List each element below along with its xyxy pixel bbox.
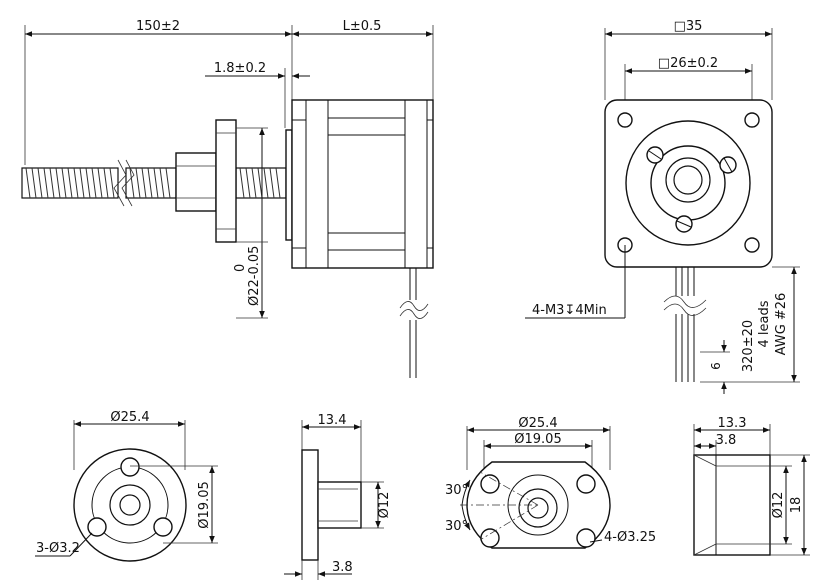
nut-b-side-view: 13.3 3.8 Ø12 18 bbox=[693, 416, 810, 556]
nut-b-length-label: 13.3 bbox=[718, 416, 747, 431]
total-length-label: 150±2 bbox=[136, 19, 180, 34]
nut-b-hole-icon bbox=[480, 528, 500, 548]
nut-b-flange-thickness-label: 3.8 bbox=[716, 433, 737, 448]
nut-b-outer-height-label: 18 bbox=[789, 497, 804, 514]
depth-icon: ↧ bbox=[564, 303, 575, 318]
nut-a-flange bbox=[301, 449, 319, 561]
body-length-label: L±0.5 bbox=[343, 19, 382, 34]
mount-hole-size-label: 4-M3 bbox=[532, 303, 564, 318]
face-width-label: □35 bbox=[674, 19, 703, 34]
wire-gauge-label: AWG #26 bbox=[774, 293, 789, 356]
nut-a-holes-label: 3-Ø3.2 bbox=[36, 541, 80, 556]
nut-b-body bbox=[693, 454, 771, 556]
nut-a-pilot bbox=[317, 481, 362, 529]
shaft-offset-label: 1.8±0.2 bbox=[214, 61, 266, 76]
nut-b-holes-label: 4-Ø3.25 bbox=[604, 530, 656, 545]
wire-bundle-front bbox=[663, 267, 707, 382]
nut-b-hole-icon bbox=[480, 474, 500, 494]
nut-a-pilot-diameter-label: Ø12 bbox=[377, 492, 392, 519]
nut-b-front-view: Ø25.4 Ø19.05 30° 30° 4-Ø3.25 bbox=[445, 416, 656, 549]
nut-b-hole-icon bbox=[576, 474, 596, 494]
nut-b-bolt-circle-label: Ø19.05 bbox=[514, 432, 561, 447]
nut-diameter-upper-label: 0 bbox=[233, 264, 248, 272]
nut-b-pilot-diameter-label: Ø12 bbox=[771, 492, 786, 519]
lead-screw bbox=[21, 159, 287, 207]
nut-a-side-view: 13.4 Ø12 3.8 bbox=[284, 413, 392, 580]
break-symbol bbox=[113, 159, 127, 207]
nut-a-front-view: Ø25.4 Ø19.05 3-Ø3.2 bbox=[35, 410, 218, 562]
nut-a-hole-icon bbox=[87, 517, 107, 537]
motor-body-side bbox=[285, 99, 434, 269]
nut-b-outer-diameter-label: Ø25.4 bbox=[518, 416, 557, 431]
nut-a-flange-thickness-label: 3.8 bbox=[332, 560, 353, 575]
nut-a-hole-icon bbox=[120, 457, 140, 477]
nut-a-hole-icon bbox=[153, 517, 173, 537]
nut-a-outer-diameter-label: Ø25.4 bbox=[110, 410, 149, 425]
hole-spacing-label: □26±0.2 bbox=[658, 56, 718, 71]
mount-hole-icon bbox=[744, 112, 760, 128]
mount-hole-icon bbox=[744, 237, 760, 253]
lead-screw-nut bbox=[175, 119, 237, 243]
lead-length-label: 320±20 bbox=[741, 320, 756, 372]
nut-a-bolt-circle-label: Ø19.05 bbox=[197, 481, 212, 528]
mount-depth-label: 4Min bbox=[575, 303, 606, 318]
front-view: □35 □26±0.2 4-M3↧4Min 320±20 4 leads AWG… bbox=[525, 19, 800, 394]
mount-hole-icon bbox=[617, 112, 633, 128]
nut-diameter-label: Ø22-0.05 bbox=[247, 246, 262, 306]
wire-strip-label: 6 bbox=[709, 362, 723, 370]
nut-b-angle-bottom-label: 30° bbox=[445, 519, 468, 534]
nut-a-length-label: 13.4 bbox=[318, 413, 347, 428]
nut-b-hole-icon bbox=[576, 528, 596, 548]
wire-bundle-side bbox=[399, 268, 429, 378]
side-view: 150±2 L±0.5 1.8±0.2 0 Ø22-0.05 bbox=[21, 19, 434, 378]
mount-hole-callout: 4-M3↧4Min bbox=[532, 303, 607, 318]
nut-b-angle-top-label: 30° bbox=[445, 483, 468, 498]
lead-count-label: 4 leads bbox=[757, 300, 772, 347]
